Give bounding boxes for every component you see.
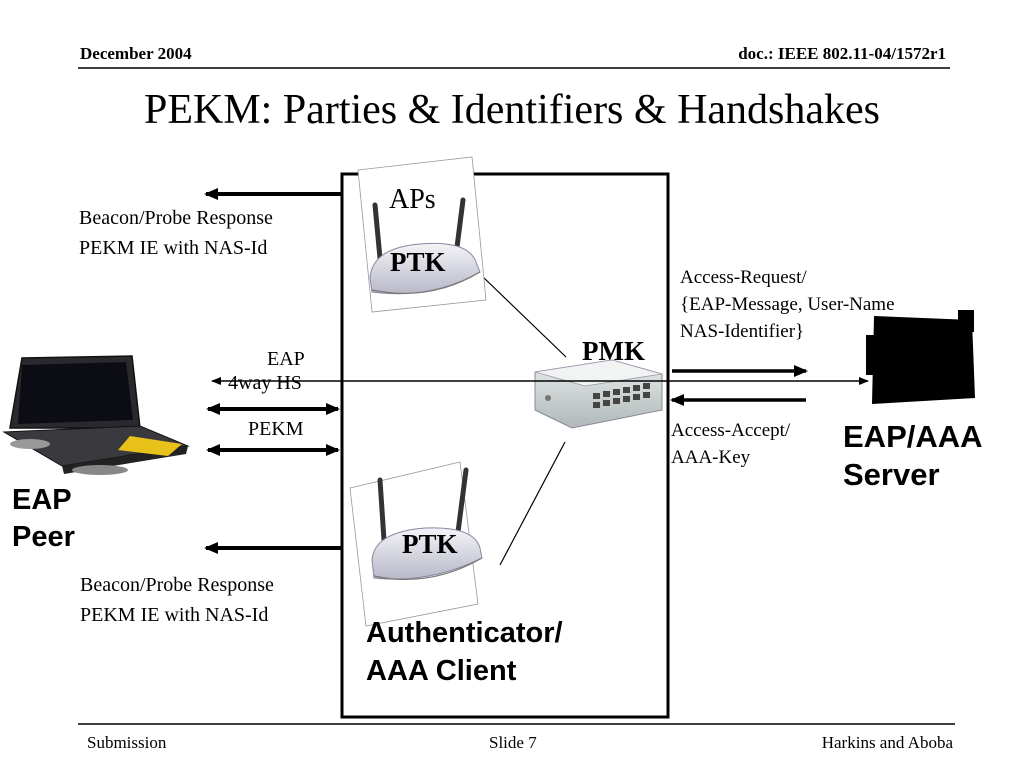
pmk-label: PMK — [582, 336, 645, 366]
beacon-bottom-text: Beacon/Probe Response PEKM IE with NAS-I… — [80, 574, 274, 626]
header-doc-id: doc.: IEEE 802.11-04/1572r1 — [738, 44, 946, 63]
pekm-label: PEKM — [248, 418, 304, 440]
ptk-label-bottom: PTK — [402, 529, 458, 559]
footer-slide-number: Slide 7 — [489, 733, 537, 752]
eap-label: EAP — [267, 348, 305, 370]
aps-label: APs — [389, 184, 436, 215]
peer-label: EAP Peer — [12, 484, 75, 553]
beacon-top-text: Beacon/Probe Response PEKM IE with NAS-I… — [79, 207, 273, 259]
access-accept-text: Access-Accept/ AAA-Key — [671, 420, 791, 468]
ap-top-link — [481, 275, 567, 358]
footer-authors: Harkins and Aboba — [821, 733, 953, 752]
fourway-label: 4way HS — [228, 372, 302, 394]
ap-bottom-link — [499, 441, 566, 566]
authenticator-label: Authenticator/ AAA Client — [366, 617, 563, 687]
server-device — [866, 310, 975, 404]
switch-device — [534, 359, 663, 429]
ap-top-router — [357, 156, 487, 313]
footer-submission: Submission — [87, 733, 167, 752]
authenticator-box — [340, 172, 670, 719]
ptk-label-top: PTK — [390, 247, 446, 277]
ap-bottom-router — [349, 461, 483, 627]
server-label: EAP/AAA Server — [843, 419, 983, 492]
laptop-device — [2, 355, 190, 475]
header-date: December 2004 — [80, 44, 192, 63]
slide-title: PEKM: Parties & Identifiers & Handshakes — [143, 87, 881, 133]
access-request-text: Access-Request/ {EAP-Message, User-Name … — [680, 267, 895, 342]
